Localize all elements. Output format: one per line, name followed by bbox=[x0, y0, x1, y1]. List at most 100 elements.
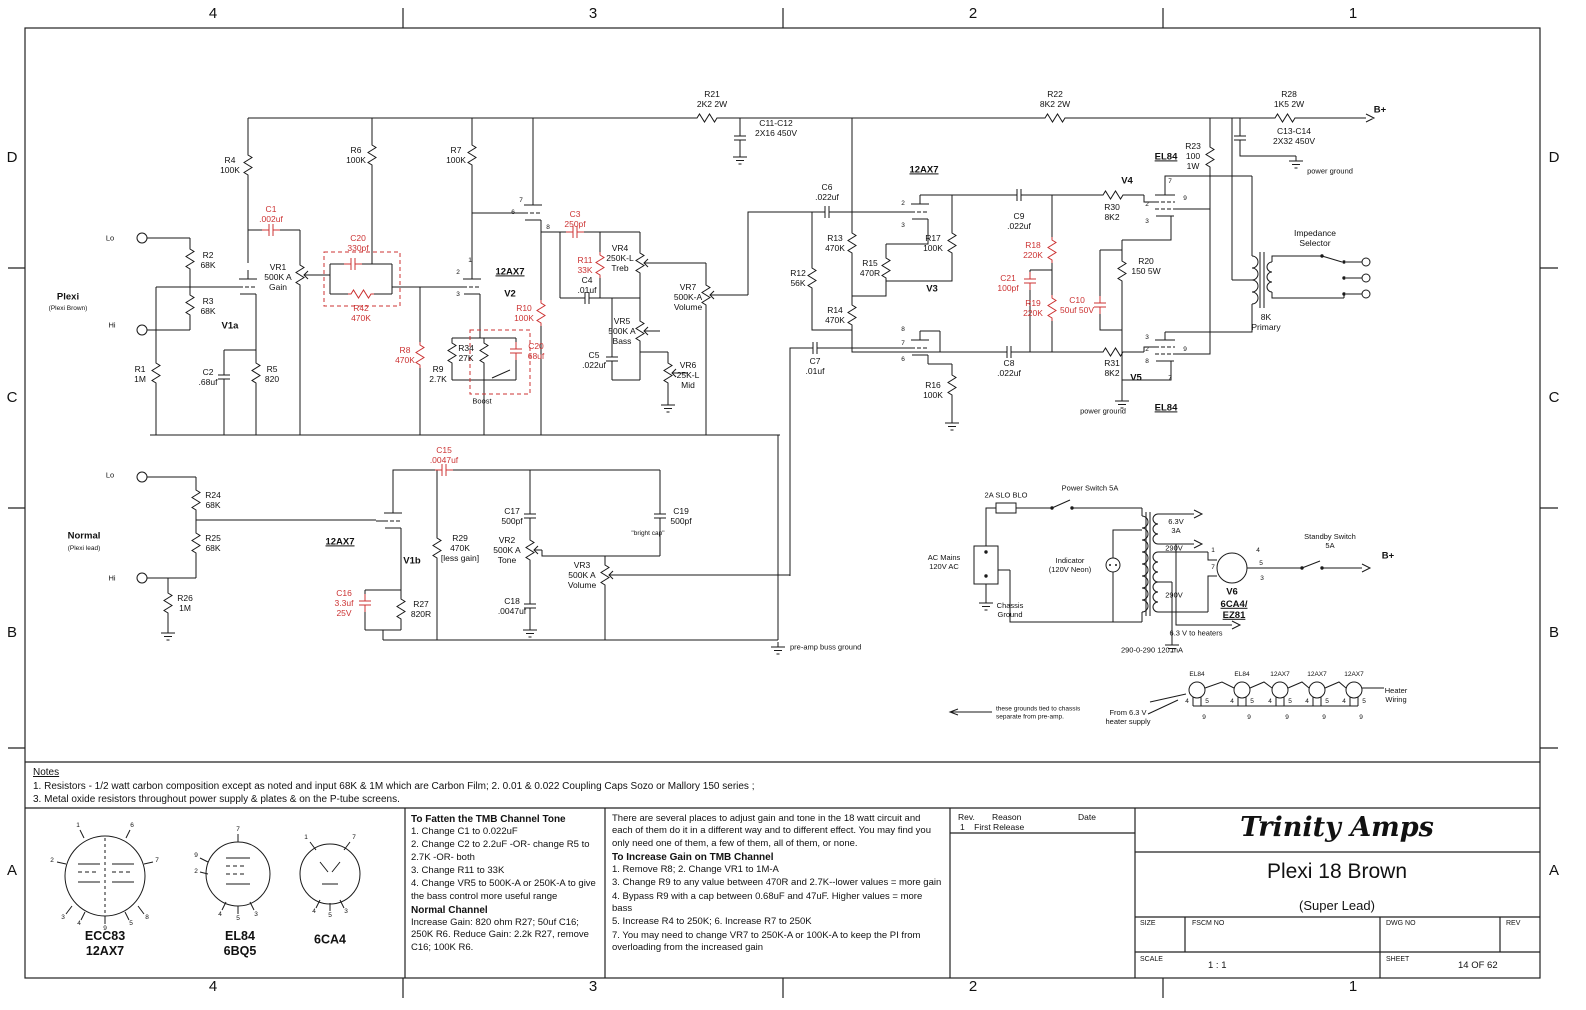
label-labels-v4: V4 bbox=[1121, 175, 1133, 187]
label-pins-p9: 9 bbox=[1247, 714, 1251, 722]
label-labels-fromheater: From 6.3 V heater supply bbox=[1105, 708, 1151, 726]
label-labels-r11: R11 33K bbox=[577, 254, 593, 275]
label-labels-ht2: EL84 bbox=[1234, 671, 1250, 679]
mods-tmb-line: 1. Change C1 to 0.022uF bbox=[411, 826, 518, 837]
label-labels-r26: R26 1M bbox=[177, 592, 193, 613]
label-labels-v63: 6.3V 3A bbox=[1168, 517, 1184, 535]
label-labels-r25: R25 68K bbox=[205, 532, 221, 553]
mods-gain-block: There are several places to adjust gain … bbox=[612, 813, 942, 955]
label-pins-p7: 7 bbox=[1211, 564, 1215, 572]
label-labels-c17: C17 500pf bbox=[501, 505, 523, 526]
mods-tmb-title: To Fatten the TMB Channel Tone bbox=[411, 814, 566, 825]
label-pins-p5: 5 bbox=[1325, 698, 1329, 706]
label-labels-v6: V6 bbox=[1226, 586, 1238, 598]
rev-header-date: Date bbox=[1078, 812, 1096, 822]
label-labels-r14: R14 470K bbox=[825, 304, 845, 325]
label-labels-vr7: VR7 500K-A Volume bbox=[673, 281, 703, 313]
label-pins-p5: 5 bbox=[129, 920, 133, 928]
label-zones-top-1: 3 bbox=[588, 978, 598, 996]
label-labels-acmains: AC Mains 120V AC bbox=[927, 553, 961, 571]
label-labels-hi1: Hi bbox=[108, 320, 116, 330]
label-pins-p3: 3 bbox=[1145, 218, 1149, 226]
label-labels-ht5: 12AX7 bbox=[1344, 671, 1364, 679]
label-pins-p8: 8 bbox=[901, 326, 905, 334]
label-labels-hi2: Hi bbox=[108, 573, 116, 583]
dwg-label: DWG NO bbox=[1386, 920, 1416, 927]
notes-line-1: 1. Resistors - 1/2 watt carbon compositi… bbox=[33, 780, 755, 792]
label-zones-top-3: 1 bbox=[1348, 5, 1358, 23]
label-labels-ht4: 12AX7 bbox=[1307, 671, 1327, 679]
label-labels-r20: R20 150 5W bbox=[1131, 255, 1161, 276]
label-labels-r31: R31 8K2 bbox=[1104, 357, 1120, 378]
label-pins-p7: 7 bbox=[1168, 178, 1172, 186]
label-labels-lo2: Lo bbox=[105, 470, 115, 480]
mods-tmb-line: 3. Change R11 to 33K bbox=[411, 865, 505, 877]
label-pins-p4: 4 bbox=[312, 908, 316, 916]
label-labels-v1b: V1b bbox=[403, 555, 421, 567]
notes-section: Notes 1. Resistors - 1/2 watt carbon com… bbox=[33, 766, 754, 807]
label-pins-p6: 6 bbox=[901, 356, 905, 364]
label-pins-p5: 5 bbox=[1288, 698, 1292, 706]
label-labels-pwrsw: Power Switch 5A bbox=[1061, 483, 1119, 493]
label-labels-v5: V5 bbox=[1130, 372, 1142, 384]
label-pins-p3: 3 bbox=[344, 908, 348, 916]
label-labels-r17: R17 100K bbox=[923, 232, 943, 253]
label-labels-v290a: 290V bbox=[1165, 543, 1183, 553]
label-labels-r18: R18 220K bbox=[1023, 239, 1043, 260]
label-pins-p3: 3 bbox=[456, 291, 460, 299]
label-labels-c3: C3 250pf bbox=[564, 208, 586, 229]
label-labels-r8: R8 470K bbox=[395, 344, 415, 365]
label-zones-left-0: D bbox=[1548, 149, 1560, 167]
drawing-subtitle: (Super Lead) bbox=[1299, 898, 1375, 913]
label-pins-p9: 9 bbox=[1183, 195, 1187, 203]
label-pins-p4: 4 bbox=[1185, 698, 1189, 706]
label-labels-bright: "bright cap" bbox=[631, 530, 665, 538]
label-labels-r3: R3 68K bbox=[200, 295, 216, 316]
label-pins-p3: 3 bbox=[61, 914, 65, 922]
mods-gain-line: 5. Increase R4 to 250K; 6. Increase R7 t… bbox=[612, 916, 812, 928]
label-labels-c16: C16 3.3uf 25V bbox=[334, 587, 354, 619]
label-labels-gndnote: these grounds tied to chassis separate f… bbox=[996, 705, 1081, 720]
label-labels-c18: C18 .0047uf bbox=[497, 595, 527, 616]
label-pins-p2: 2 bbox=[50, 857, 54, 865]
label-labels-c6: C6 .022uf bbox=[815, 181, 839, 202]
label-zones-top-1: 3 bbox=[588, 5, 598, 23]
label-pins-p5: 5 bbox=[1362, 698, 1366, 706]
label-labels-c10: C10 50uf 50V bbox=[1059, 294, 1095, 315]
label-labels-normal_sub: (Plexi lead) bbox=[67, 545, 101, 553]
label-labels-fuse: 2A SLO BLO bbox=[984, 490, 1028, 500]
label-labels-r23: R23 100 1W bbox=[1185, 140, 1201, 172]
label-labels-vr4: VR4 250K-L Treb bbox=[606, 242, 634, 274]
label-labels-c20a: C20 330pf bbox=[347, 232, 369, 253]
mods-gain-intro: There are several places to adjust gain … bbox=[612, 813, 931, 849]
label-labels-boost: Boost bbox=[472, 396, 492, 406]
label-labels-r13: R13 470K bbox=[825, 232, 845, 253]
label-labels-pgnd_bot: power ground bbox=[1080, 406, 1126, 416]
brand-logo: Trinity Amps bbox=[1240, 812, 1434, 843]
label-labels-c5: C5 .022uf bbox=[582, 349, 606, 370]
label-labels-r22: R22 8K2 2W bbox=[1039, 88, 1071, 109]
label-pins-p7: 7 bbox=[155, 857, 159, 865]
label-labels-r2: R2 68K bbox=[200, 249, 216, 270]
label-labels-indicator: Indicator (120V Neon) bbox=[1048, 556, 1092, 574]
label-labels-c1: C1 .002uf bbox=[259, 203, 283, 224]
label-labels-lo1: Lo bbox=[105, 233, 115, 243]
label-labels-r4: R4 100K bbox=[220, 154, 240, 175]
label-labels-c15: C15 .0047uf bbox=[429, 444, 459, 465]
mods-tmb-line: 2. Change C2 to 2.2uF -OR- change R5 to … bbox=[411, 839, 590, 863]
label-pins-p1: 1 bbox=[468, 257, 472, 265]
label-pins-p4: 4 bbox=[1256, 547, 1260, 555]
label-zones-top-3: 1 bbox=[1348, 978, 1358, 996]
label-labels-bplus_top: B+ bbox=[1373, 104, 1387, 116]
label-labels-r6: R6 100K bbox=[346, 144, 366, 165]
label-pins-p3: 3 bbox=[254, 911, 258, 919]
label-labels-primary8k: 8K Primary bbox=[1251, 311, 1281, 332]
label-labels-r34: R34 27K bbox=[458, 342, 474, 363]
sheet-value: 14 OF 62 bbox=[1458, 960, 1498, 971]
label-labels-c2: C2 .68uf bbox=[198, 366, 218, 387]
scale-value: 1 : 1 bbox=[1208, 960, 1227, 971]
label-pins-p4: 4 bbox=[1230, 698, 1234, 706]
label-pins-p6: 6 bbox=[130, 822, 134, 830]
label-labels-c8: C8 .022uf bbox=[997, 357, 1021, 378]
